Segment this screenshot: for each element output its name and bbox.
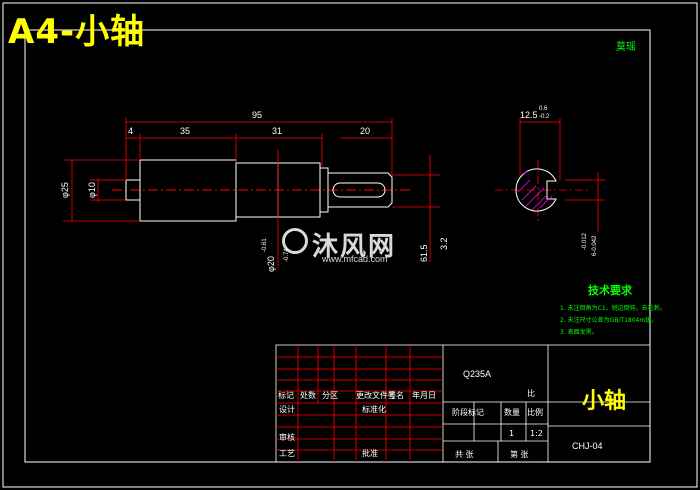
mfcad-logo-icon: [282, 228, 308, 254]
corner-note: 莫瑶: [616, 42, 636, 53]
tb-sheets-total: 共 张: [455, 450, 474, 459]
tech-req-title: 技术要求: [588, 283, 633, 297]
dim-dia20: φ20: [266, 256, 276, 272]
shaft-front-view: [112, 159, 412, 222]
dim-shaft-len: 61.5: [419, 244, 429, 262]
tb-mark-label: 标记: [278, 390, 294, 400]
title-block: [275, 344, 651, 463]
dim-35: 35: [180, 126, 190, 136]
tb-approve: 批准: [362, 448, 378, 458]
tech-req-line-3: 3. 表面发黑。: [560, 328, 598, 336]
dim-4: 4: [128, 126, 133, 136]
dim-roughness: 3.2: [439, 237, 449, 250]
tb-scale-value: 1:2: [530, 429, 543, 438]
dim-dia25: φ25: [60, 182, 70, 198]
watermark-url: www.mfcad.com: [322, 254, 388, 264]
tb-process: 工艺: [279, 449, 295, 458]
shaft-cross-section: [495, 160, 590, 222]
dim-key-tol-bot: -0.2: [539, 114, 550, 120]
tb-date: 年月日: [412, 390, 436, 400]
watermark-name: 沐风网: [312, 232, 397, 262]
tb-drawing-no: CHJ-04: [572, 441, 603, 451]
tb-qty-value: 1: [509, 429, 514, 438]
tb-stage-label: 阶段标记: [452, 407, 484, 417]
tb-scale-label: 比例: [527, 407, 543, 417]
dim-31: 31: [272, 126, 282, 136]
sheet-title: A4-小轴: [8, 12, 146, 52]
tb-signature: 签名: [388, 390, 404, 400]
dim-side-tol-2: 6-0.042: [592, 235, 598, 256]
dim-key-width: 12.5: [520, 110, 538, 120]
tb-change-doc: 更改文件号: [356, 390, 396, 400]
tb-standard: 标准化: [362, 404, 386, 414]
dim-side-tol-1: -0.012: [582, 232, 588, 250]
tech-req-line-2: 2. 未注尺寸公差为GB/T1804m级。: [560, 316, 657, 324]
dim-tol-top: -0.61: [262, 238, 268, 252]
tech-req-line-1: 1. 未注倒角为C1，锐边倒钝，去毛刺。: [560, 304, 666, 312]
tb-material: Q235A: [463, 369, 491, 379]
tb-part-name: 小轴: [582, 388, 626, 414]
dim-total-length: 95: [252, 110, 262, 120]
tb-review: 审核: [279, 432, 295, 442]
tb-ratio-label: 比: [527, 388, 535, 398]
dim-20: 20: [360, 126, 370, 136]
dim-key-tol-top: 0.6: [539, 106, 548, 112]
dimension-lines: [63, 118, 605, 268]
tb-weight-label: 数量: [504, 407, 520, 417]
tb-count-label: 处数: [300, 390, 316, 400]
dim-dia10: φ10: [87, 182, 97, 198]
tb-design: 设计: [279, 404, 295, 414]
tb-sheet-no: 第 张: [510, 449, 529, 459]
tb-zone-label: 分区: [322, 391, 338, 400]
dim-tol-bot: -0.74: [284, 248, 290, 262]
